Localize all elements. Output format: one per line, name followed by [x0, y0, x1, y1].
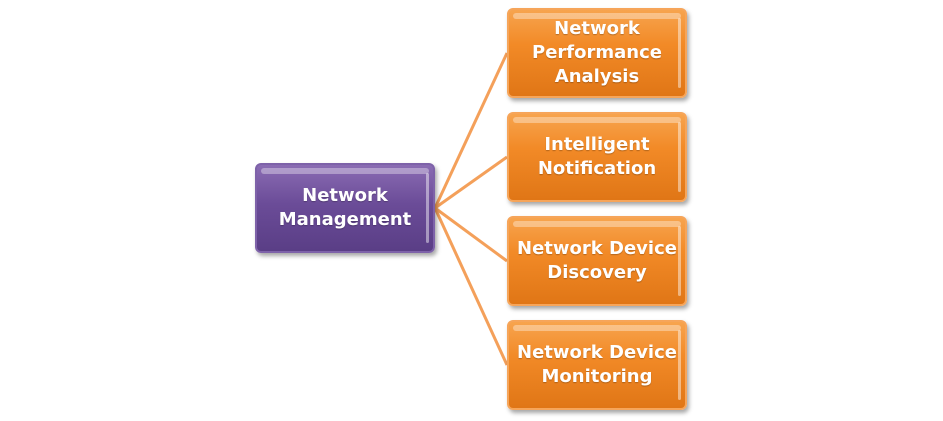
connector-line-3 — [433, 207, 509, 366]
child-node-network-device-monitoring: Network Device Monitoring — [507, 320, 687, 410]
child-node-label: Network Device Discovery — [517, 238, 677, 283]
child-node-label: Network Device Monitoring — [517, 342, 677, 387]
connector-line-0 — [433, 52, 509, 209]
child-node-intelligent-notification: Intelligent Notification — [507, 112, 687, 202]
child-node-label: Intelligent Notification — [537, 134, 657, 179]
connector-line-1 — [434, 155, 508, 210]
child-node-network-performance-analysis: Network Performance Analysis — [507, 8, 687, 98]
connector-line-2 — [434, 206, 508, 263]
child-node-label: Network Performance Analysis — [532, 18, 662, 87]
root-node-label: Network Management — [278, 185, 412, 230]
child-node-network-device-discovery: Network Device Discovery — [507, 216, 687, 306]
root-node-network-management: Network Management — [255, 163, 435, 253]
